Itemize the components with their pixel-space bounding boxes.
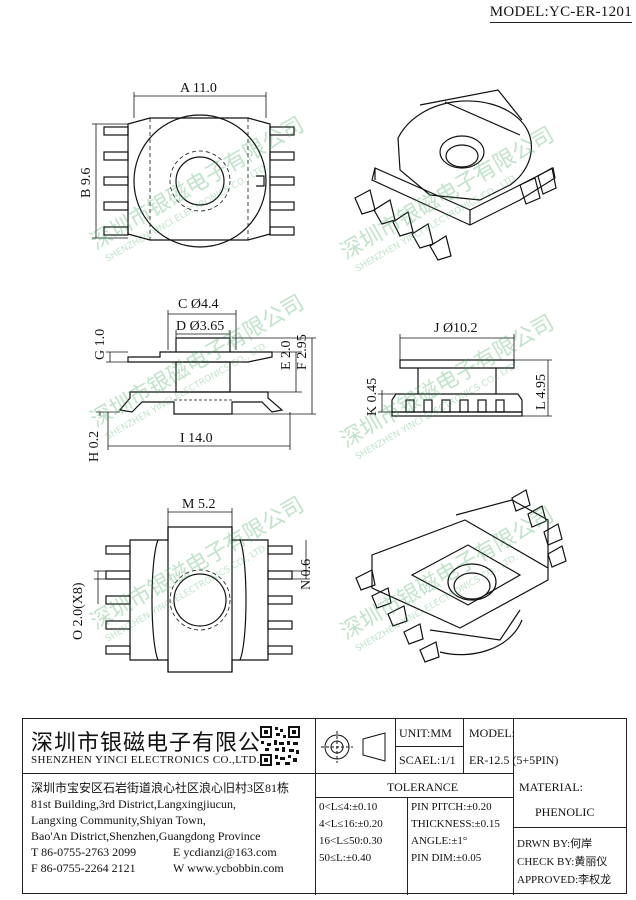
dim-n: N 0.6 xyxy=(299,559,314,590)
watermark-cn: 深圳市银磁电子有限公司 xyxy=(337,503,559,646)
dimension-labels: A 11.0 B 9.6 C Ø4.4 D Ø3.65 E 2.0 F 2.95… xyxy=(71,81,549,640)
dim-l: L 4.95 xyxy=(534,374,549,410)
isometric-view-bottom xyxy=(355,489,567,663)
tolerance-title: TOLERANCE xyxy=(387,780,459,794)
qr-code-icon xyxy=(259,725,301,767)
dim-j: J Ø10.2 xyxy=(434,321,478,336)
dim-d: D Ø3.65 xyxy=(176,319,224,334)
tolerance-row: 4<L≤16:±0.20 xyxy=(319,818,383,830)
telephone: T 86-0755-2763 2099 xyxy=(31,845,137,859)
tolerance-row: 16<L≤50:0.30 xyxy=(319,835,383,847)
model-value: ER-12.5 (5+5PIN) xyxy=(469,753,559,767)
projection-symbol-icon xyxy=(321,731,386,763)
dim-m: M 5.2 xyxy=(182,497,215,512)
check-by: CHECK BY:黄丽仪 xyxy=(517,856,608,868)
isometric-view-top xyxy=(354,89,557,261)
title-block: 深圳市银磁电子有限公司 SHENZHEN YINCI ELECTRONICS C… xyxy=(22,718,627,895)
bottom-view-pins-left xyxy=(105,545,131,655)
dim-e: E 2.0 xyxy=(279,340,294,370)
tolerance-row: PIN DIM:±0.05 xyxy=(411,852,482,864)
watermark-cn: 深圳市银磁电子有限公司 xyxy=(87,113,309,256)
dim-b: B 9.6 xyxy=(79,168,94,198)
address-en-1: 81st Building,3rd District,Langxingjiucu… xyxy=(31,797,236,811)
watermark-cn: 深圳市银磁电子有限公司 xyxy=(87,493,309,636)
company-name-en: SHENZHEN YINCI ELECTRONICS CO.,LTD. xyxy=(31,754,260,766)
dim-o: O 2.0(X8) xyxy=(71,582,86,640)
material-title: MATERIAL: xyxy=(519,780,583,794)
model-title: MODEL: xyxy=(469,726,515,740)
tolerance-row: PIN PITCH:±0.20 xyxy=(411,801,492,813)
dim-a: A 11.0 xyxy=(180,81,217,96)
drawn-by: DRWN BY:何岸 xyxy=(517,838,593,850)
watermarks: 深圳市银磁电子有限公司 SHENZHEN YINCI ELECTRONICS C… xyxy=(87,113,559,655)
technical-drawing: A 11.0 B 9.6 C Ø4.4 D Ø3.65 E 2.0 F 2.95… xyxy=(71,81,567,673)
unit: UNIT:MM xyxy=(399,726,452,740)
top-view xyxy=(92,92,295,248)
front-view-pin-slots xyxy=(405,399,505,413)
website: W www.ycbobbin.com xyxy=(173,861,284,875)
dim-g: G 1.0 xyxy=(93,329,108,360)
address-en-3: Bao'An District,Shenzhen,Guangdong Provi… xyxy=(31,829,261,843)
address-en-2: Langxing Community,Shiyan Town, xyxy=(31,813,206,827)
dim-c: C Ø4.4 xyxy=(178,297,218,312)
tolerance-row: ANGLE:±1° xyxy=(411,835,468,847)
material-value: PHENOLIC xyxy=(535,805,595,819)
tolerance-row: THICKNESS:±0.15 xyxy=(411,818,500,830)
bottom-view xyxy=(94,508,310,673)
scale: SCAEL:1/1 xyxy=(399,753,456,767)
dim-k: K 0.45 xyxy=(365,378,380,416)
dim-h: H 0.2 xyxy=(87,431,102,462)
approved-by: APPROVED:李权龙 xyxy=(517,874,612,886)
dim-i: I 14.0 xyxy=(180,431,213,446)
top-view-pins-right xyxy=(269,126,295,236)
front-view xyxy=(378,334,552,417)
dim-f: F 2.95 xyxy=(295,334,310,370)
company-name-cn: 深圳市银磁电子有限公司 xyxy=(31,730,285,755)
model-label: MODEL:YC-ER-1201 xyxy=(489,4,632,23)
bottom-view-pins-right xyxy=(267,545,293,655)
tolerance-row: 50≤L:±0.40 xyxy=(319,852,372,864)
address-cn: 深圳市宝安区石岩街道浪心社区浪心旧村3区81栋 xyxy=(31,781,290,795)
side-view xyxy=(96,310,316,450)
fax: F 86-0755-2264 2121 xyxy=(31,861,136,875)
email: E ycdianzi@163.com xyxy=(173,845,277,859)
tolerance-row: 0<L≤4:±0.10 xyxy=(319,801,378,813)
top-view-pins-left xyxy=(103,126,129,236)
